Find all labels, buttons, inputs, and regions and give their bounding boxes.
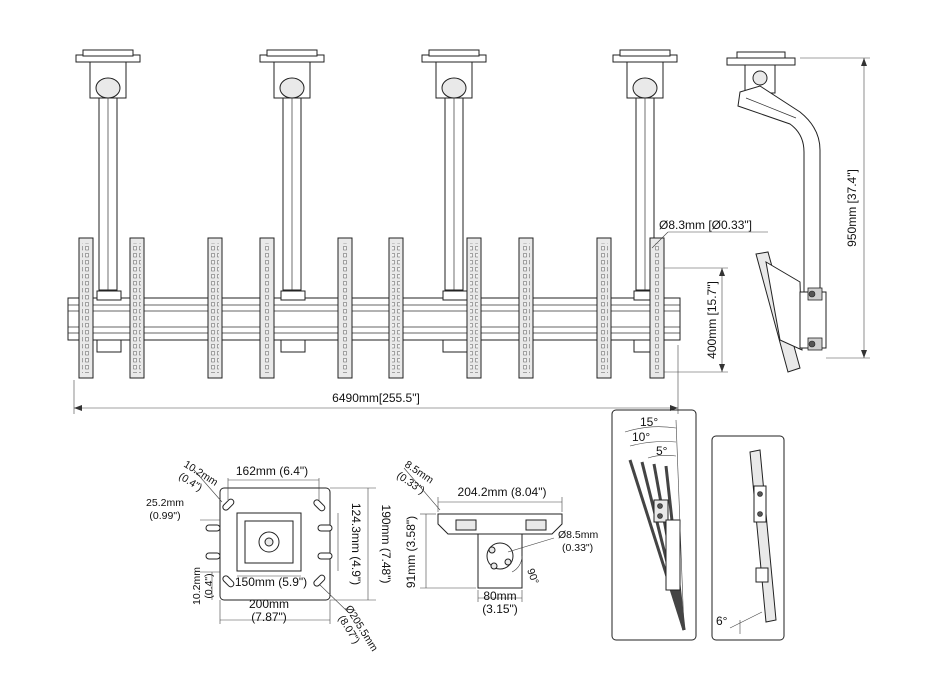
angle-15-label: 15° (640, 415, 658, 429)
label-204: 204.2mm (8.04") (458, 485, 547, 499)
label-80-a: 80mm (483, 589, 516, 603)
bracket-3 (207, 237, 223, 379)
label-25-2-b: (0.99") (149, 510, 180, 522)
ceiling-pole-2 (259, 49, 325, 291)
bracket-6 (388, 237, 404, 379)
height-400-label: 400mm [15.7"] (705, 281, 719, 359)
angle-5-label: 5° (656, 444, 668, 458)
bracket-2 (129, 237, 145, 379)
bracket-10 (649, 237, 665, 379)
label-150: 150mm (5.9") (235, 575, 307, 589)
bracket-1 (78, 237, 94, 379)
label-80-b: (3.15") (482, 602, 518, 616)
label-hole-b: (0.33") (562, 542, 593, 554)
tilt-detail-6: 6° (711, 435, 785, 641)
ceiling-pole-3 (421, 49, 487, 291)
ceiling-plate-detail: 10.2mm (0.4") 162mm (6.4") 25.2mm (0.99"… (146, 458, 393, 653)
side-view: 950mm [37.4"] (726, 51, 870, 373)
label-162: 162mm (6.4") (236, 464, 308, 478)
ceiling-pole-4 (612, 49, 678, 291)
label-190: 190mm (7.48") (379, 505, 393, 584)
bracket-5 (337, 237, 353, 379)
bracket-4 (259, 237, 275, 379)
label-hole-a: Ø8.5mm (558, 529, 599, 541)
width-label: 6490mm[255.5"] (332, 391, 420, 405)
height-400-dimension: 400mm [15.7"] (664, 267, 728, 373)
label-angle: 90° (524, 567, 541, 586)
bracket-detail: 8.5mm (0.33") 204.2mm (8.04") 91mm (3.58… (394, 459, 598, 616)
front-view: 6490mm[255.5"] 400mm [15.7"] Ø8.3mm [Ø0.… (67, 49, 768, 414)
hole-label: Ø8.3mm [Ø0.33"] (659, 218, 752, 232)
bracket-7 (466, 237, 482, 379)
label-91: 91mm (3.58") (404, 516, 418, 588)
label-200-a: 200mm (249, 597, 289, 611)
width-dimension: 6490mm[255.5"] (73, 345, 679, 414)
angle-10-label: 10° (632, 430, 650, 444)
bracket-9 (596, 237, 612, 379)
label-200-b: (7.87") (251, 610, 287, 624)
label-10-2-side-b: (0.4") (203, 573, 215, 598)
vertical-brackets (78, 237, 665, 379)
label-25-2-a: 25.2mm (146, 497, 184, 509)
horizontal-rail (67, 297, 681, 341)
height-950-label: 950mm [37.4"] (845, 169, 859, 247)
hole-callout: Ø8.3mm [Ø0.33"] (651, 218, 768, 249)
tilt-detail: 15° 10° 5° (611, 409, 697, 641)
ceiling-pole-1 (75, 49, 141, 291)
angle-6-label: 6° (716, 614, 728, 628)
bracket-8 (518, 237, 534, 379)
label-124: 124.3mm (4.9") (349, 503, 363, 585)
plate-slots (205, 498, 333, 588)
label-10-2-side-a: 10.2mm (191, 567, 203, 605)
